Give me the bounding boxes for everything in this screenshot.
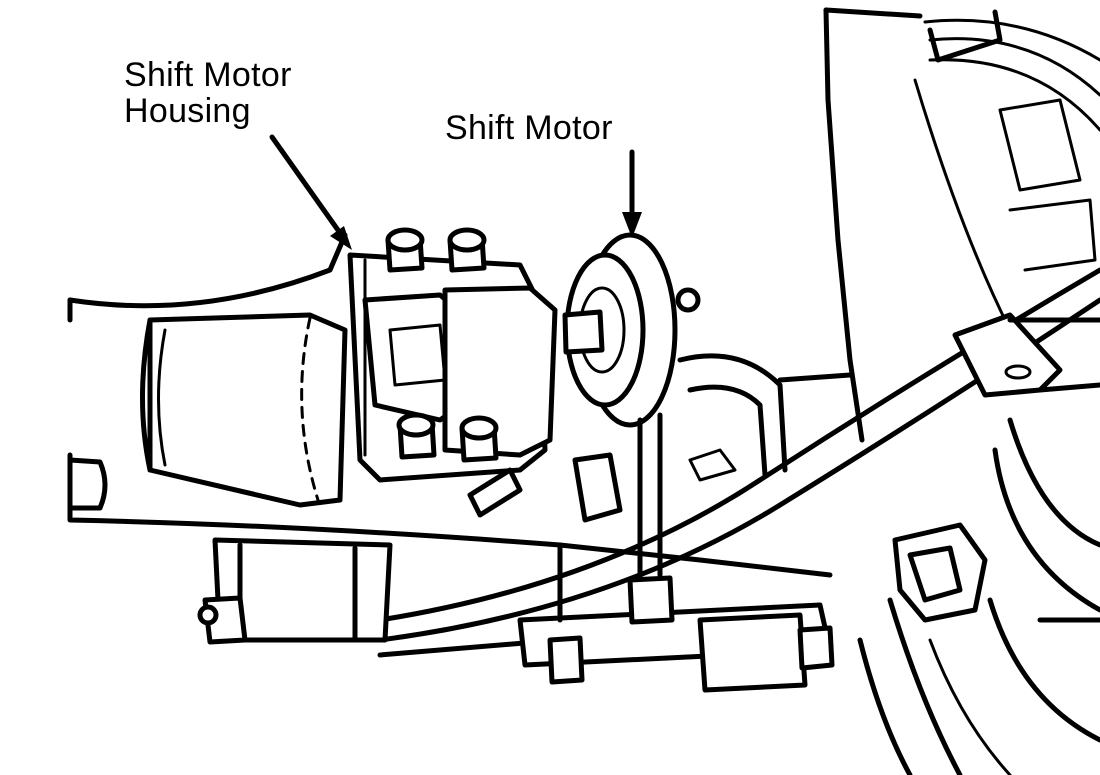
label-shift-motor-housing: Shift Motor Housing [124,57,292,129]
leaf-spring [377,267,1100,658]
axle-tube [67,232,563,548]
label-shift-motor-housing-line1: Shift Motor [124,56,292,94]
label-shift-motor: Shift Motor [445,109,613,147]
wheel-assembly [823,7,1100,775]
shift-motor [562,232,701,583]
label-shift-motor-housing-line2: Housing [124,92,251,130]
leader-arrow-shift-motor-housing [269,134,352,250]
axle-center-section [557,353,853,578]
leader-arrow-shift-motor [622,149,642,238]
shift-motor-housing [347,227,558,518]
spring-mount [197,537,835,693]
